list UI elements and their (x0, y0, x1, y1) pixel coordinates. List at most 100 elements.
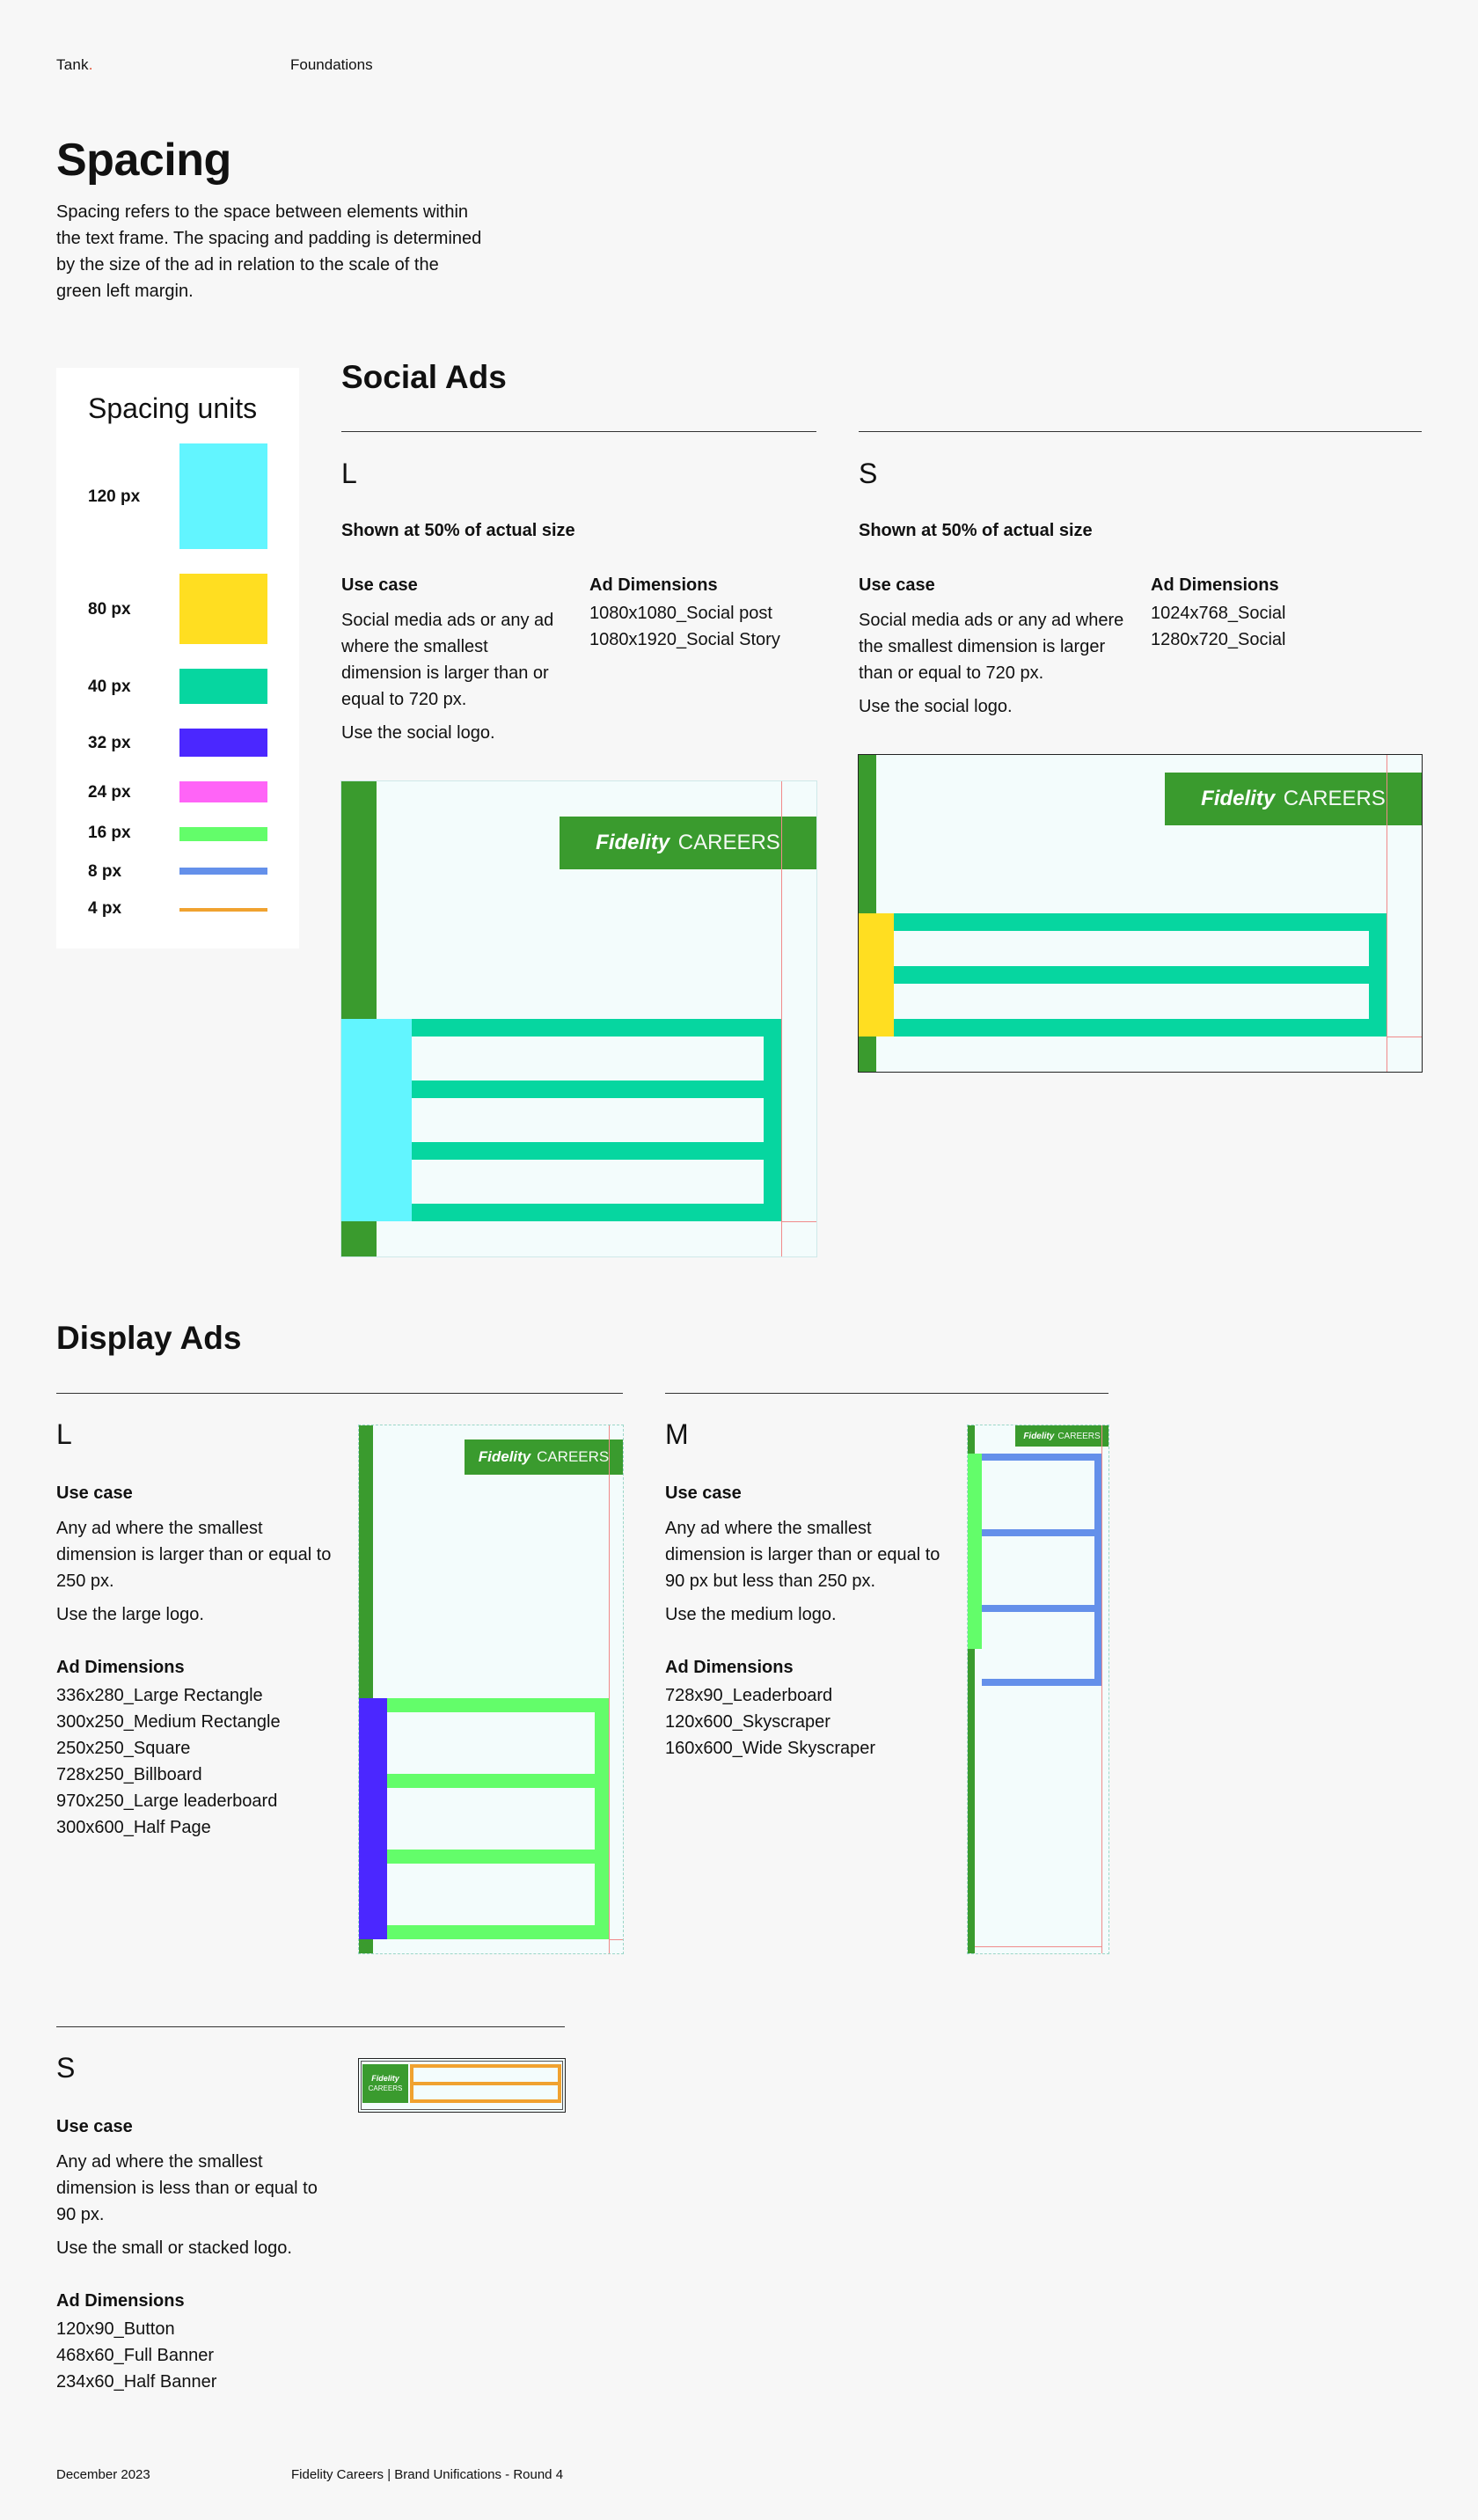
logo-careers: CAREERS (1283, 787, 1386, 810)
blue-bar (982, 1454, 1101, 1461)
lime-bar (387, 1774, 609, 1788)
guide-line (1101, 1425, 1102, 1953)
brand-name: Tank (56, 56, 89, 73)
logo-fidelity: Fidelity (371, 2074, 399, 2083)
spacing-120-block (341, 1019, 412, 1221)
unit-swatch-40 (179, 669, 267, 704)
spacing-16-block (968, 1454, 982, 1649)
unit-label-120: 120 px (88, 487, 141, 506)
logo-fidelity: Fidelity (1201, 787, 1276, 810)
display-small-logo-note: Use the small or stacked logo. (56, 2238, 292, 2258)
spacing-32-block (359, 1698, 387, 1939)
unit-label-24: 24 px (88, 783, 131, 802)
brand-logo: Tank. (56, 56, 93, 74)
display-large-usecase-label: Use case (56, 1483, 133, 1503)
unit-swatch-4 (179, 908, 267, 912)
display-small-usecase-label: Use case (56, 2117, 133, 2136)
fidelity-careers-stacked-logo: Fidelity CAREERS (362, 2064, 408, 2103)
logo-careers: CAREERS (537, 1448, 610, 1465)
unit-swatch-80 (179, 574, 267, 644)
social-small-note: Shown at 50% of actual size (859, 521, 1093, 540)
logo-fidelity: Fidelity (478, 1448, 531, 1465)
social-small-rule (859, 431, 1422, 432)
dims-item: 1080x1920_Social Story (589, 630, 780, 649)
logo-fidelity: Fidelity (1023, 1431, 1055, 1441)
teal-bar (894, 966, 1387, 984)
guide-line (609, 1939, 623, 1940)
dims-item: 970x250_Large leaderboard (56, 1791, 278, 1811)
spacing-units-card: Spacing units 120 px 80 px 40 px 32 px 2… (56, 368, 299, 949)
guide-line (975, 1946, 1101, 1947)
display-medium-dims-label: Ad Dimensions (665, 1658, 794, 1677)
unit-swatch-8 (179, 868, 267, 875)
social-large-dims-label: Ad Dimensions (589, 575, 718, 595)
display-small-rule (56, 2026, 565, 2027)
unit-label-4: 4 px (88, 899, 122, 918)
unit-swatch-120 (179, 443, 267, 549)
logo-careers: CAREERS (368, 2084, 403, 2092)
dims-item: 300x250_Medium Rectangle (56, 1712, 281, 1732)
dims-item: 120x600_Skyscraper (665, 1712, 830, 1732)
social-small-logo-note: Use the social logo. (859, 697, 1013, 716)
social-small-dims-label: Ad Dimensions (1151, 575, 1279, 595)
fidelity-careers-logo: Fidelity CAREERS (1165, 773, 1422, 825)
display-large-dims-label: Ad Dimensions (56, 1658, 185, 1677)
lime-bar (387, 1698, 609, 1712)
display-ads-title: Display Ads (56, 1320, 242, 1356)
social-small-dims: 1024x768_Social 1280x720_Social (1151, 600, 1285, 653)
teal-bar (412, 1204, 781, 1221)
logo-careers: CAREERS (1057, 1431, 1101, 1441)
display-large-logo-note: Use the large logo. (56, 1605, 204, 1624)
display-large-usecase: Any ad where the smallest dimension is l… (56, 1519, 332, 1591)
guide-line (781, 781, 782, 1256)
dims-item: 728x250_Billboard (56, 1765, 202, 1784)
spacing-80-block (859, 913, 894, 1037)
display-small-ad-mockup: Fidelity CAREERS (358, 2058, 566, 2113)
social-small-usecase: Social media ads or any ad where the sma… (859, 611, 1124, 683)
social-small-usecase-label: Use case (859, 575, 935, 595)
social-large-logo-note: Use the social logo. (341, 723, 495, 743)
dims-item: 468x60_Full Banner (56, 2346, 215, 2365)
display-medium-size: M (665, 1418, 689, 1450)
footer-date: December 2023 (56, 2467, 150, 2482)
unit-swatch-16 (179, 827, 267, 841)
unit-label-32: 32 px (88, 734, 131, 752)
social-large-size: L (341, 458, 357, 489)
page-title: Spacing (56, 135, 231, 186)
display-large-rule (56, 1393, 623, 1394)
display-medium-rule (665, 1393, 1108, 1394)
teal-right-bar (1369, 913, 1387, 1037)
display-medium-logo-note: Use the medium logo. (665, 1605, 837, 1624)
display-large-ad-mockup: Fidelity CAREERS (358, 1425, 624, 1954)
dims-item: 728x90_Leaderboard (665, 1686, 833, 1705)
teal-bar (412, 1019, 781, 1037)
display-small-usecase: Any ad where the smallest dimension is l… (56, 2152, 318, 2224)
section-label: Foundations (290, 56, 373, 73)
social-small-ad-mockup: Fidelity CAREERS (858, 754, 1423, 1073)
display-small-dims: 120x90_Button 468x60_Full Banner 234x60_… (56, 2316, 216, 2395)
blue-bar (982, 1529, 1101, 1536)
lime-bar (387, 1925, 609, 1939)
blue-bar (982, 1679, 1101, 1686)
intro-text: Spacing refers to the space between elem… (56, 202, 482, 301)
unit-swatch-32 (179, 729, 267, 757)
teal-bar (894, 913, 1387, 931)
unit-swatch-24 (179, 781, 267, 802)
dims-item: 160x600_Wide Skyscraper (665, 1739, 876, 1758)
dims-item: 1024x768_Social (1151, 604, 1286, 623)
unit-label-80: 80 px (88, 600, 131, 619)
lime-bar (387, 1850, 609, 1864)
orange-bar (410, 2082, 561, 2085)
unit-label-40: 40 px (88, 678, 131, 696)
dims-item: 300x600_Half Page (56, 1818, 211, 1837)
unit-label-8: 8 px (88, 862, 122, 881)
dims-item: 1280x720_Social (1151, 630, 1286, 649)
logo-careers: CAREERS (677, 831, 780, 854)
social-large-rule (341, 431, 816, 432)
teal-right-bar (764, 1019, 781, 1221)
guide-line (781, 1221, 816, 1222)
teal-bar (412, 1142, 781, 1160)
